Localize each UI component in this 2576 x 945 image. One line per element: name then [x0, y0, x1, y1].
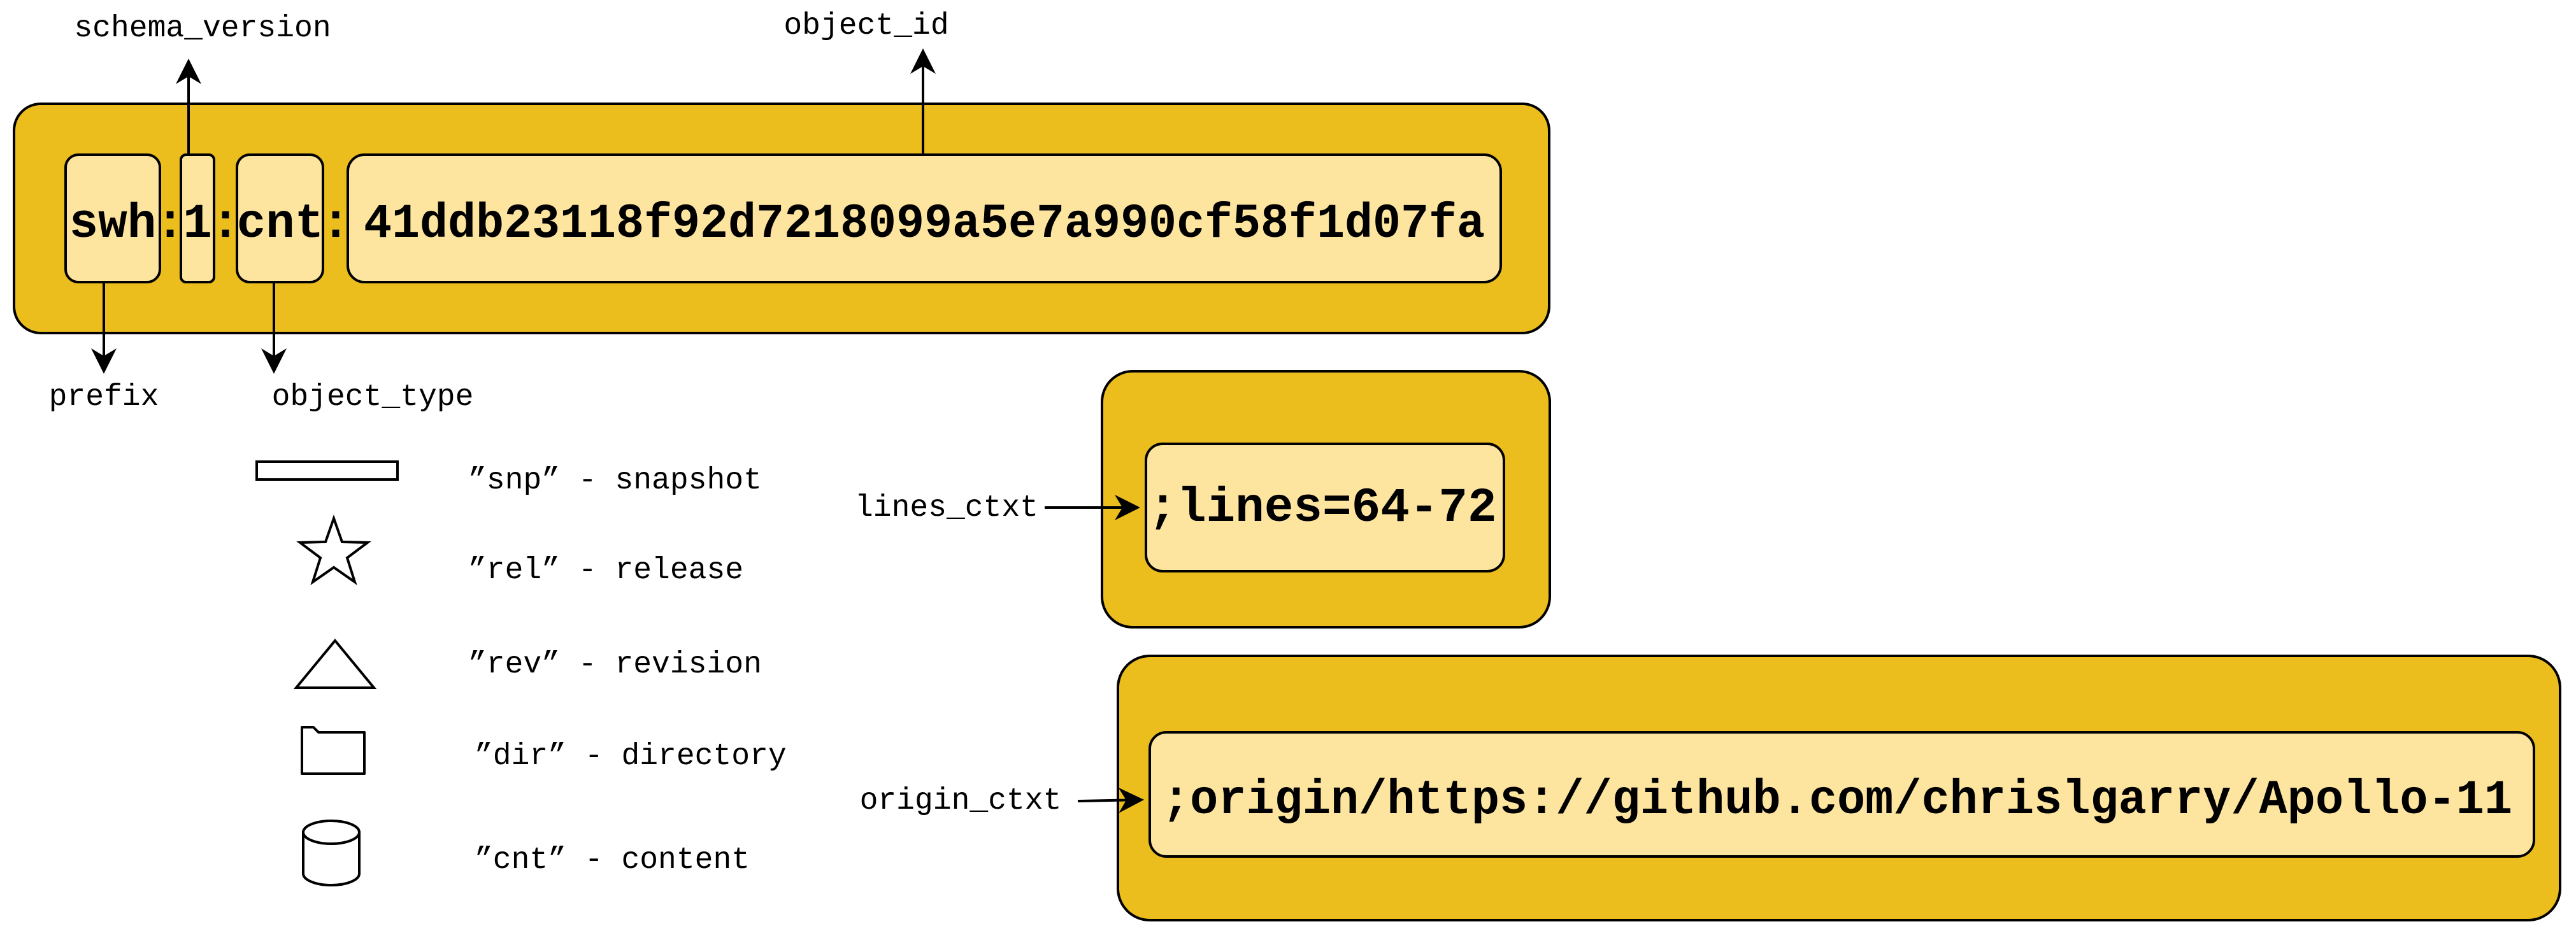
object-type-text: cnt — [237, 197, 324, 252]
origin-context-inner-box — [1148, 731, 2535, 858]
legend-item-rev: ”rev” - revision — [468, 648, 762, 682]
schema-version-label: schema_version — [74, 11, 331, 46]
origin-context-value: ;origin/https://github.com/chrislgarry/A… — [1162, 773, 2512, 828]
object-type-legend: ”snp” - snapshot ”rel” - release ”rev” -… — [255, 460, 787, 886]
swhid-core-group: swh : 1 : cnt : 41ddb23118f92d7218099a5e… — [13, 103, 1550, 334]
object-type-box — [236, 153, 324, 283]
legend-item-rel: ”rel” - release — [468, 553, 743, 588]
origin-context-label: origin_ctxt — [860, 784, 1062, 818]
triangle-icon — [293, 638, 377, 689]
lines-context-group: ;lines=64-72 lines_ctxt — [855, 370, 1551, 629]
origin-context-group: ;origin/https://github.com/chrislgarry/A… — [860, 655, 2561, 921]
rectangle-icon — [255, 460, 399, 481]
lines-context-value: ;lines=64-72 — [1148, 481, 1496, 536]
legend-item-cnt: ”cnt” - content — [475, 843, 750, 878]
legend-item-dir: ”dir” - directory — [475, 739, 787, 774]
star-icon — [296, 514, 371, 586]
schema-version-text: 1 — [183, 197, 212, 252]
schema-version-box — [180, 153, 215, 283]
annotations-group: schema_version object_id prefix object_t… — [49, 9, 949, 415]
prefix-text: swh — [69, 197, 157, 252]
separator-1: : — [155, 197, 185, 252]
object-id-text: 41ddb23118f92d7218099a5e7a990cf58f1d07fa — [364, 197, 1485, 252]
origin-context-arrow — [1077, 787, 1144, 813]
folder-icon — [301, 726, 366, 775]
separator-3: : — [321, 197, 350, 252]
prefix-box — [64, 153, 161, 283]
object-id-label: object_id — [784, 9, 948, 43]
object-type-label: object_type — [272, 380, 474, 415]
separator-2: : — [211, 197, 240, 252]
legend-item-snp: ”snp” - snapshot — [468, 464, 762, 498]
prefix-label: prefix — [49, 380, 159, 415]
lines-context-inner-box — [1145, 443, 1505, 572]
cylinder-icon — [302, 820, 361, 886]
lines-context-label: lines_ctxt — [855, 491, 1038, 525]
